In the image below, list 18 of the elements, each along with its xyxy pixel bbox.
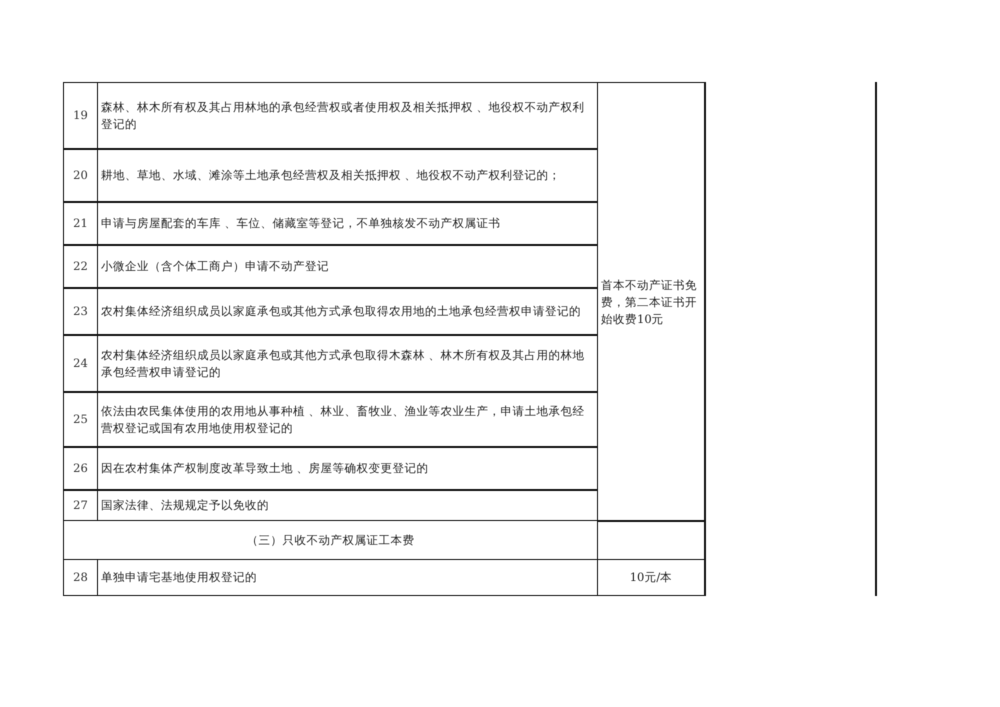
row-number: 22: [63, 245, 98, 288]
row-number: 26: [63, 447, 98, 490]
table-cell: 因在农村集体产权制度改革导致土地 、房屋等确权变更登记的: [97, 447, 598, 490]
table-cell: 依法由农民集体使用的农用地从事种植 、林业、畜牧业、渔业等农业生产，申请土地承包经营权登记或国有农用地使用权登记的: [97, 392, 598, 447]
row-number: 25: [63, 392, 98, 447]
table-cell: 耕地、草地、水域、滩涂等土地承包经营权及相关抵押权 、地役权不动产权利登记的；: [97, 149, 598, 202]
row-number: 20: [63, 149, 98, 202]
table-cell: 森林、林木所有权及其占用林地的承包经营权或者使用权及相关抵押权 、地役权不动产权利登记的: [97, 82, 598, 149]
row-number: 23: [63, 288, 98, 335]
row-number: 28: [63, 559, 98, 596]
row-number: 27: [63, 490, 98, 521]
row-number: 21: [63, 202, 98, 245]
table-cell: 小微企业（含个体工商户）申请不动产登记: [97, 245, 598, 288]
table-cell: 农村集体经济组织成员以家庭承包或其他方式承包取得农用地的土地承包经营权申请登记的: [97, 288, 598, 335]
row-number: 24: [63, 335, 98, 392]
table-cell: 农村集体经济组织成员以家庭承包或其他方式承包取得木森林 、林木所有权及其占用的林地承包经营权申请登记的: [97, 335, 598, 392]
table-cell: 申请与房屋配套的车库 、车位、储藏室等登记，不单独核发不动产权属证书: [97, 202, 598, 245]
row-number: 19: [63, 82, 98, 149]
